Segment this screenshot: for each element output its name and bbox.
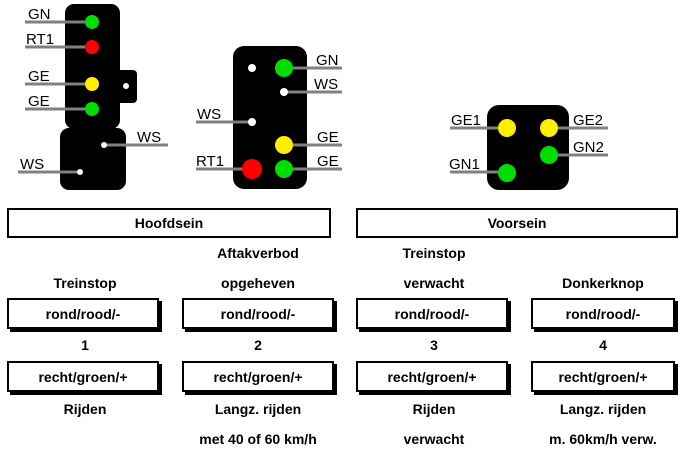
section-voorsein: Voorsein bbox=[356, 208, 678, 238]
left-signal-lower-body bbox=[60, 128, 126, 190]
lamp-white-small bbox=[77, 169, 83, 175]
col3-bottom-line1: Rijden bbox=[412, 401, 456, 417]
left-signal: GN RT1 GE GE WS WS bbox=[18, 4, 168, 190]
lamp-green bbox=[85, 102, 99, 116]
lamp-green bbox=[275, 59, 293, 77]
label-ge: GE bbox=[28, 93, 50, 110]
col4-bottom-line1: Langz. rijden bbox=[559, 401, 647, 417]
label-ws: WS bbox=[137, 129, 161, 146]
col4-box-rond-rood: rond/rood/- bbox=[531, 298, 675, 329]
label-ge1: GE1 bbox=[451, 112, 481, 129]
label-gn: GN bbox=[28, 6, 51, 23]
lamp-white-small bbox=[123, 83, 129, 89]
left-signal-upper-body bbox=[65, 4, 120, 129]
lamp-yellow bbox=[540, 119, 558, 137]
col2-number: 2 bbox=[254, 337, 262, 353]
label-ge: GE bbox=[317, 129, 339, 146]
label-gn1: GN1 bbox=[449, 156, 480, 173]
lamp-white-small bbox=[280, 88, 288, 96]
label-ws: WS bbox=[314, 76, 338, 93]
lamp-white-small bbox=[248, 64, 256, 72]
col1-bottom-line1: Rijden bbox=[63, 401, 107, 417]
section-hoofdsein-label: Hoofdsein bbox=[134, 215, 204, 231]
col3-bottom-line2: verwacht bbox=[403, 431, 465, 447]
col4-box-recht-groen: recht/groen/+ bbox=[531, 361, 675, 392]
col2-title-line1: Aftakverbod bbox=[217, 245, 299, 261]
lamp-red bbox=[242, 159, 262, 179]
col3-box-recht-groen: recht/groen/+ bbox=[356, 361, 508, 392]
label-ge: GE bbox=[317, 153, 339, 170]
col1-number: 1 bbox=[81, 337, 89, 353]
col1-box-rond-rood: rond/rood/- bbox=[7, 298, 159, 329]
lamp-yellow bbox=[85, 77, 99, 91]
col2-box-rond-rood: rond/rood/- bbox=[182, 298, 334, 329]
label-ws: WS bbox=[197, 106, 221, 123]
signals-diagram: GN RT1 GE GE WS WS GN WS WS GE RT1 GE bbox=[18, 4, 608, 190]
col1-title-line2: Treinstop bbox=[53, 275, 117, 291]
middle-signal-body bbox=[233, 46, 307, 189]
col3-number: 3 bbox=[430, 337, 438, 353]
lamp-green bbox=[85, 15, 99, 29]
section-hoofdsein: Hoofdsein bbox=[7, 208, 331, 238]
lamp-red bbox=[85, 40, 99, 54]
label-rt1: RT1 bbox=[196, 153, 224, 170]
col2-bottom-line2: met 40 of 60 km/h bbox=[199, 431, 317, 447]
lamp-white-small bbox=[101, 142, 107, 148]
col3-title-line2: verwacht bbox=[403, 275, 465, 291]
middle-signal: GN WS WS GE RT1 GE bbox=[196, 46, 342, 189]
label-gn: GN bbox=[316, 52, 339, 69]
right-signal: GE1 GE2 GN1 GN2 bbox=[449, 105, 608, 190]
col4-number: 4 bbox=[599, 337, 607, 353]
col4-bottom-line2: m. 60km/h verw. bbox=[549, 431, 657, 447]
lamp-yellow bbox=[275, 136, 293, 154]
label-rt1: RT1 bbox=[26, 31, 54, 48]
lamp-green bbox=[275, 160, 293, 178]
lamp-green bbox=[498, 164, 516, 182]
col4-title-line2: Donkerknop bbox=[562, 275, 644, 291]
col2-box-recht-groen: recht/groen/+ bbox=[182, 361, 334, 392]
lamp-yellow bbox=[498, 119, 516, 137]
section-voorsein-label: Voorsein bbox=[487, 215, 547, 231]
col1-box-recht-groen: recht/groen/+ bbox=[7, 361, 159, 392]
lamp-green bbox=[540, 146, 558, 164]
lamp-white-small bbox=[248, 118, 256, 126]
label-ge: GE bbox=[28, 68, 50, 85]
col2-bottom-line1: Langz. rijden bbox=[214, 401, 302, 417]
col2-title-line2: opgeheven bbox=[221, 275, 295, 291]
label-gn2: GN2 bbox=[573, 139, 604, 156]
label-ge2: GE2 bbox=[573, 112, 603, 129]
col3-box-rond-rood: rond/rood/- bbox=[356, 298, 508, 329]
label-ws: WS bbox=[20, 156, 44, 173]
col3-title-line1: Treinstop bbox=[402, 245, 466, 261]
